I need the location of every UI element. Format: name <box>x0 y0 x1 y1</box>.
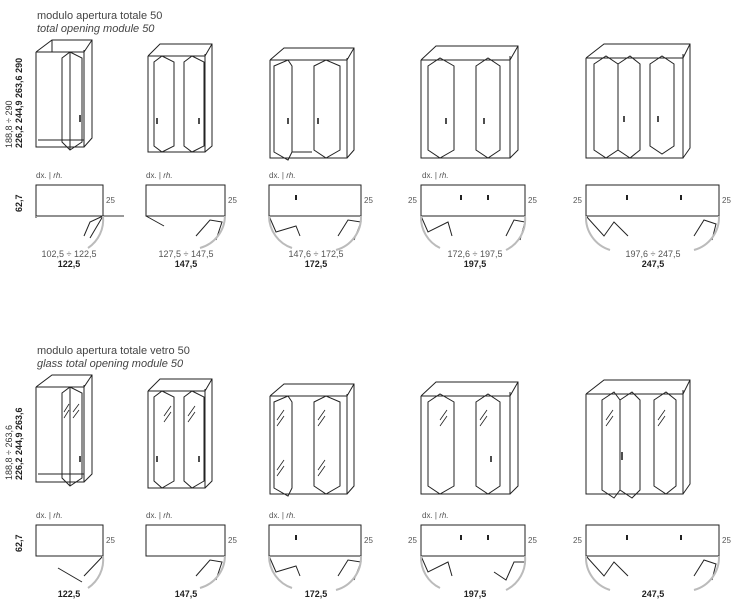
cab3-side-dim: 25 <box>364 196 373 205</box>
glass-cabinet-5-plan <box>584 524 721 591</box>
glass-cabinet-3-elevation <box>269 383 355 497</box>
cab4-width-range: 172,6 ÷ 197,5 <box>447 249 503 259</box>
cab3-width: 172,5 <box>304 259 328 269</box>
glass-cab4-side-dim-left: 25 <box>408 536 417 545</box>
cab5-side-dim-right: 25 <box>722 196 731 205</box>
cab5-width-range: 197,6 ÷ 247,5 <box>625 249 681 259</box>
cab2-width: 147,5 <box>174 259 198 269</box>
cab1-width: 122,5 <box>57 259 81 269</box>
glass-cabinet-4-plan <box>419 524 527 591</box>
glass-cab3-side-dim: 25 <box>364 536 373 545</box>
glass-cabinet-2-plan <box>145 524 226 589</box>
cab4-side-dim-right: 25 <box>528 196 537 205</box>
glass-cabinet-2-elevation <box>147 378 213 489</box>
glass-cabinet-4-elevation <box>420 381 519 495</box>
glass-cabinet-1-elevation <box>35 374 93 487</box>
glass-cab3-hand-label: dx. | rh. <box>269 511 296 520</box>
glass-cab1-hand-label: dx. | rh. <box>36 511 63 520</box>
cab5-width: 247,5 <box>641 259 665 269</box>
cab1-hand-label: dx. | rh. <box>36 171 63 180</box>
cab4-hand-label: dx. | rh. <box>422 171 449 180</box>
cabinet-5-elevation <box>585 43 691 159</box>
cabinet-3-elevation <box>269 47 355 161</box>
glass-cabinet-3-plan <box>268 524 363 591</box>
glass-cab1-width: 122,5 <box>57 589 81 599</box>
glass-cab3-width: 172,5 <box>304 589 328 599</box>
glass-cab2-hand-label: dx. | rh. <box>146 511 173 520</box>
cabinet-3-plan <box>268 184 363 251</box>
section-2-title-it: modulo apertura totale vetro 50 <box>37 345 190 357</box>
glass-cab5-side-dim-left: 25 <box>573 536 582 545</box>
cabinet-1-plan <box>35 184 124 249</box>
cab1-side-dim: 25 <box>106 196 115 205</box>
cab2-hand-label: dx. | rh. <box>146 171 173 180</box>
section-1-title-it: modulo apertura totale 50 <box>37 10 163 22</box>
section-2-title: modulo apertura totale vetro 50 glass to… <box>37 345 190 371</box>
section-1-title: modulo apertura totale 50 total opening … <box>37 10 162 36</box>
cab3-width-range: 147,6 ÷ 172,5 <box>288 249 344 259</box>
cab3-hand-label: dx. | rh. <box>269 171 296 180</box>
glass-cabinet-1-plan <box>35 524 105 589</box>
glass-cab5-width: 247,5 <box>641 589 665 599</box>
glass-cab4-side-dim-right: 25 <box>528 536 537 545</box>
cab4-width: 197,5 <box>463 259 487 269</box>
cab1-width-range: 102,5 ÷ 122,5 <box>41 249 97 259</box>
cab5-side-dim-left: 25 <box>573 196 582 205</box>
cab2-width-range: 127,5 ÷ 147,5 <box>158 249 214 259</box>
cabinet-2-elevation <box>147 43 213 153</box>
glass-cab5-side-dim-right: 25 <box>722 536 731 545</box>
glass-cabinet-5-elevation <box>585 379 691 499</box>
glass-cab2-side-dim: 25 <box>228 536 237 545</box>
section-1-title-en: total opening module 50 <box>37 23 155 35</box>
cab4-side-dim-left: 25 <box>408 196 417 205</box>
glass-cab1-side-dim: 25 <box>106 536 115 545</box>
cabinet-5-plan <box>584 184 721 251</box>
glass-cab2-width: 147,5 <box>174 589 198 599</box>
cabinet-1-elevation <box>35 39 93 151</box>
glass-cab4-hand-label: dx. | rh. <box>422 511 449 520</box>
cabinet-4-plan <box>419 184 527 251</box>
cab2-side-dim: 25 <box>228 196 237 205</box>
glass-cab4-width: 197,5 <box>463 589 487 599</box>
cabinet-2-plan <box>145 184 226 249</box>
cabinet-4-elevation <box>420 45 519 159</box>
section-2-title-en: glass total opening module 50 <box>37 358 184 370</box>
